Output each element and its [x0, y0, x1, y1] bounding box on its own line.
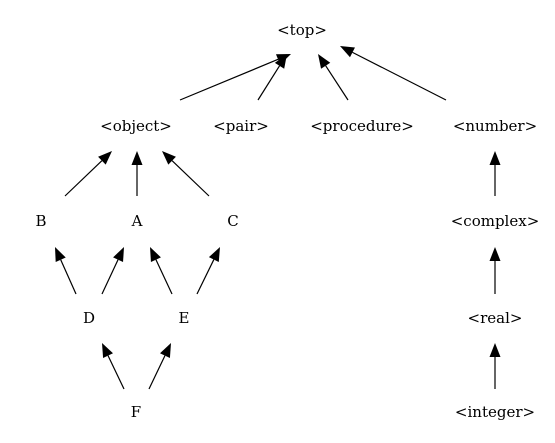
node-f: F — [131, 403, 141, 421]
edge-C-to-object — [162, 151, 210, 197]
arrow-head-icon — [489, 247, 501, 261]
edge-line — [325, 65, 349, 101]
node-integer: <integer> — [455, 403, 535, 421]
edge-pair-to-top — [257, 54, 287, 101]
edge-line — [148, 355, 166, 390]
edge-line — [64, 160, 103, 197]
node-number: <number> — [453, 117, 537, 135]
arrow-head-icon — [208, 247, 220, 262]
arrow-head-icon — [98, 151, 112, 165]
arrow-head-icon — [131, 151, 143, 165]
node-real: <real> — [468, 309, 523, 327]
arrow-head-icon — [55, 247, 66, 263]
edges-layer — [55, 46, 501, 390]
node-complex: <complex> — [451, 212, 540, 230]
edge-real-to-complex — [489, 247, 501, 294]
edge-B-to-object — [64, 151, 112, 197]
edge-line — [107, 355, 125, 390]
edge-E-to-C — [196, 247, 220, 295]
node-d: D — [83, 309, 95, 327]
edge-D-to-A — [101, 247, 124, 295]
arrow-head-icon — [113, 247, 124, 263]
edge-object-to-top — [179, 54, 291, 101]
edge-line — [155, 259, 173, 295]
node-procedure: <procedure> — [310, 117, 414, 135]
arrow-head-icon — [150, 247, 161, 263]
edge-line — [179, 58, 279, 101]
edge-A-to-object — [131, 151, 143, 196]
arrow-head-icon — [159, 343, 171, 359]
edge-procedure-to-top — [318, 54, 349, 101]
node-object: <object> — [100, 117, 172, 135]
node-a: A — [131, 212, 143, 230]
arrow-head-icon — [318, 54, 331, 69]
nodes-layer: <top> <object> <pair> <procedure> <number> B A… — [35, 21, 539, 421]
node-c: C — [227, 212, 238, 230]
edge-line — [257, 65, 281, 101]
arrow-head-icon — [489, 151, 501, 165]
arrow-head-icon — [102, 343, 114, 359]
arrow-head-icon — [162, 151, 176, 165]
edge-F-to-E — [148, 343, 171, 390]
edge-complex-to-number — [489, 151, 501, 196]
edge-line — [196, 259, 215, 295]
arrow-head-icon — [340, 46, 355, 58]
edge-line — [60, 259, 77, 295]
edge-integer-to-real — [489, 343, 501, 389]
edge-line — [352, 51, 447, 101]
edge-E-to-A — [150, 247, 173, 295]
node-b: B — [35, 212, 46, 230]
edge-line — [171, 160, 210, 197]
edge-line — [101, 259, 119, 295]
arrow-head-icon — [274, 54, 287, 69]
node-pair: <pair> — [213, 117, 269, 135]
edge-number-to-top — [340, 46, 447, 101]
node-e: E — [179, 309, 190, 327]
edge-D-to-B — [55, 247, 77, 295]
arrow-head-icon — [489, 343, 501, 357]
node-top: <top> — [277, 21, 327, 39]
edge-F-to-D — [102, 343, 125, 390]
